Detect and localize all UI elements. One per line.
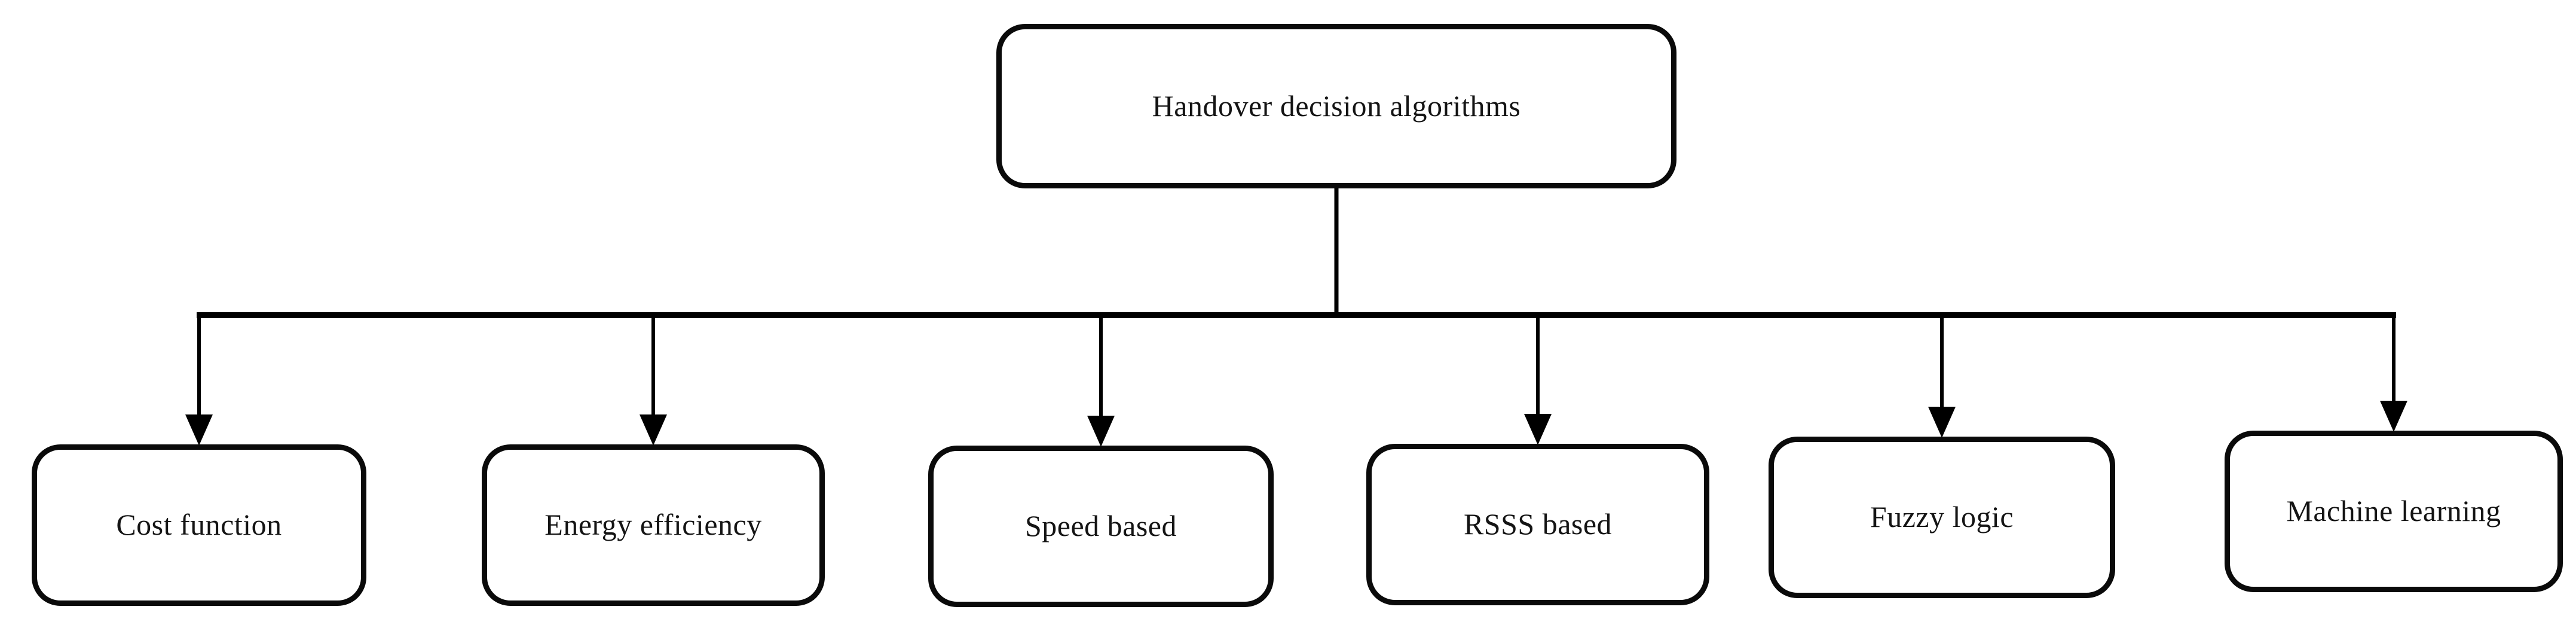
node-cost-function: Cost function: [32, 444, 366, 606]
node-fuzzy-logic: Fuzzy logic: [1769, 437, 2115, 598]
node-label: Energy efficiency: [544, 508, 762, 542]
node-label: Handover decision algorithms: [1152, 89, 1521, 123]
node-label: RSSS based: [1463, 507, 1613, 541]
node-machine-learning: Machine learning: [2225, 431, 2563, 592]
node-label: Cost function: [116, 508, 282, 542]
arrowhead-rsss-based: [1524, 414, 1552, 445]
node-label: Speed based: [1024, 509, 1177, 543]
arrowhead-fuzzy-logic: [1928, 407, 1956, 438]
arrowhead-speed-based: [1087, 416, 1115, 447]
node-label: Fuzzy logic: [1870, 500, 2014, 534]
node-energy-efficiency: Energy efficiency: [482, 444, 825, 606]
arrowhead-energy-efficiency: [640, 414, 667, 446]
arrowhead-machine-learning: [2380, 401, 2407, 432]
arrowhead-cost-function: [185, 414, 213, 446]
node-label: Machine learning: [2286, 494, 2501, 528]
node-rsss-based: RSSS based: [1366, 444, 1709, 605]
node-handover-decision-algorithms: Handover decision algorithms: [996, 24, 1676, 188]
node-speed-based: Speed based: [928, 446, 1274, 607]
